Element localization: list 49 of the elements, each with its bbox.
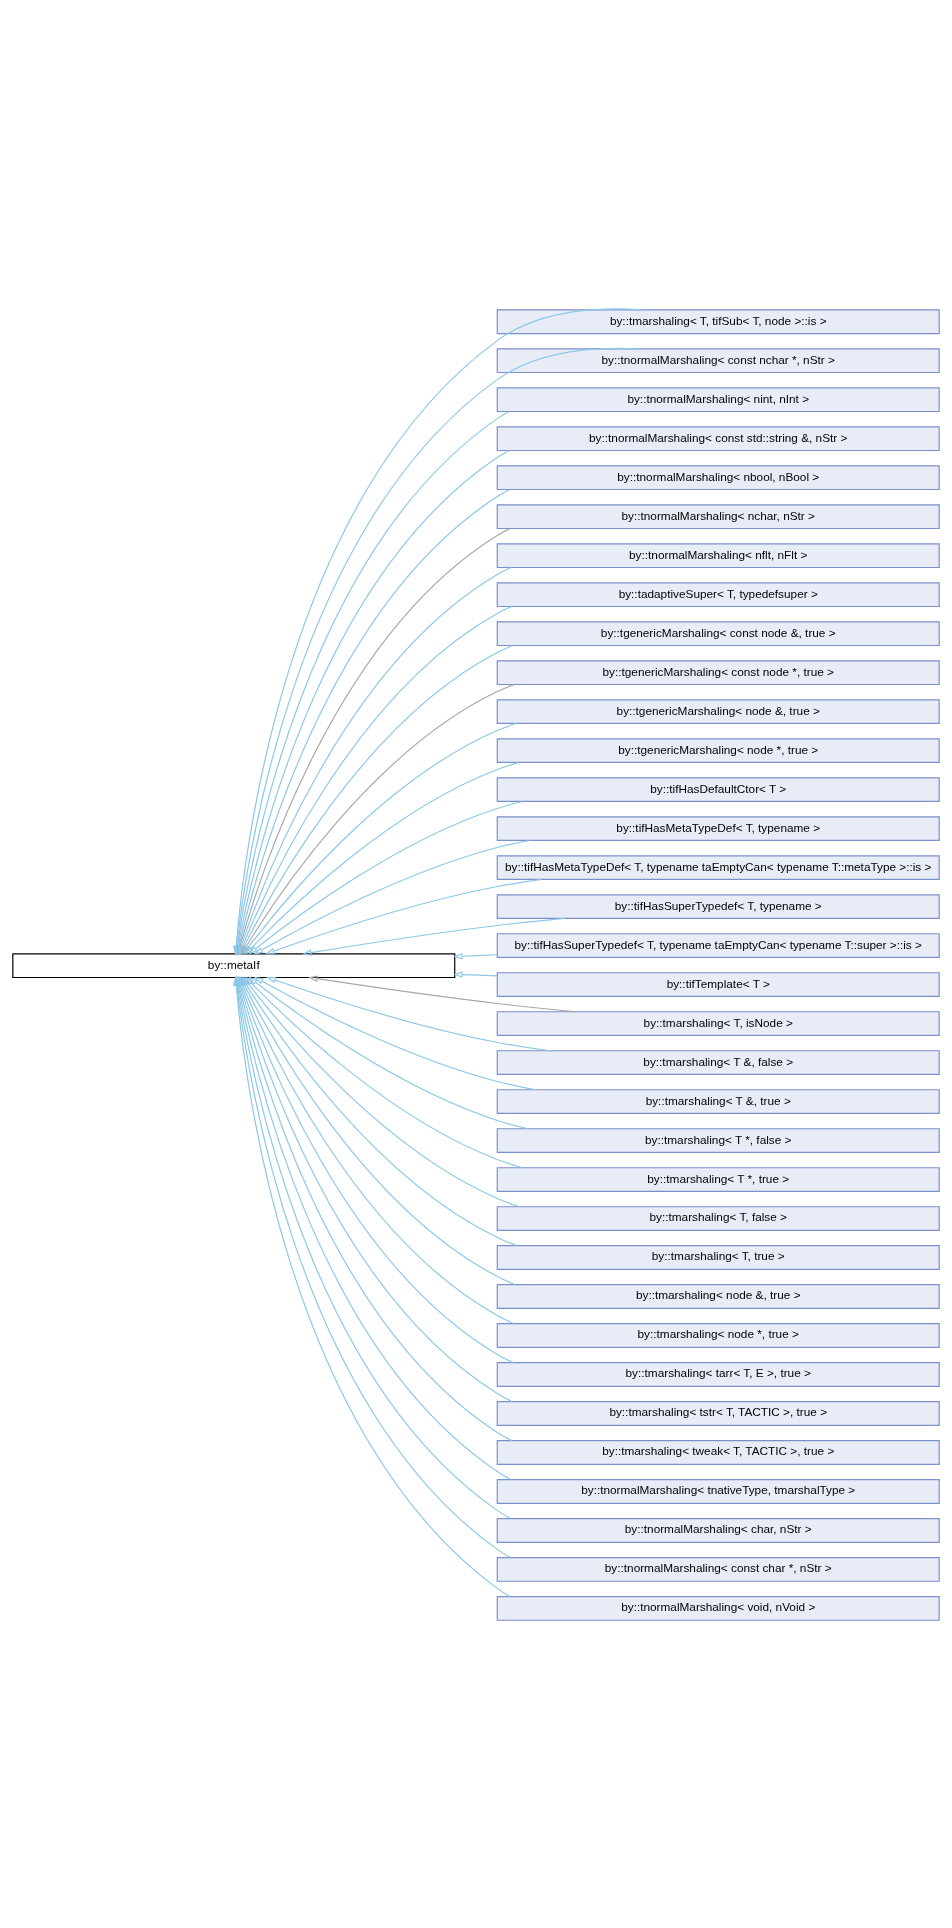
node-box: by::tmarshaling< tweak< T, TACTIC >, true > bbox=[496, 1439, 940, 1465]
node-box: by::tgenericMarshaling< node *, true > bbox=[496, 737, 940, 763]
node-box: by::tifTemplate< T > bbox=[496, 971, 940, 997]
arrow bbox=[302, 917, 565, 956]
arrow bbox=[248, 800, 524, 955]
node-box: by::tnormalMarshaling< void, nVoid > bbox=[496, 1595, 940, 1621]
node-box: by::tnormalMarshaling< nchar, nStr > bbox=[496, 503, 940, 529]
node-box: by::tmarshaling< T, isNode > bbox=[496, 1010, 940, 1036]
node-box: by::tmarshaling< tarr< T, E >, true > bbox=[496, 1361, 940, 1387]
node-box: by::tmarshaling< tstr< T, TACTIC >, true > bbox=[496, 1400, 940, 1426]
node-box: by::tmarshaling< T, true > bbox=[496, 1244, 940, 1270]
node-box: by::tmarshaling< node *, true > bbox=[496, 1322, 940, 1348]
node-box: by::tnormalMarshaling< const char *, nStr > bbox=[496, 1556, 940, 1582]
arrow bbox=[453, 952, 498, 959]
node-box: by::tgenericMarshaling< const node *, true > bbox=[496, 659, 940, 685]
arrow bbox=[254, 976, 537, 1090]
node-box: by::tnormalMarshaling< const nchar *, nStr > bbox=[496, 347, 940, 373]
node-box: by::tnormalMarshaling< nbool, nBool > bbox=[496, 464, 940, 490]
node-box: by::tmarshaling< T, false > bbox=[496, 1205, 940, 1231]
arrow bbox=[308, 974, 577, 1012]
arrow bbox=[265, 878, 543, 954]
arrow bbox=[253, 839, 530, 955]
arrow bbox=[453, 970, 498, 978]
node-box: by::tgenericMarshaling< const node &, true > bbox=[496, 620, 940, 646]
node-box: by::tifHasDefaultCtor< T > bbox=[496, 776, 940, 802]
node-box: by::tifHasSuperTypedef< T, typename > bbox=[496, 893, 940, 919]
arrow bbox=[266, 976, 551, 1051]
node-box: by::tifHasMetaTypeDef< T, typename taEmptyCan< typename T::metaType >::is > bbox=[496, 854, 940, 880]
arrow bbox=[242, 975, 520, 1207]
node-box: by::tifHasMetaTypeDef< T, typename > bbox=[496, 815, 940, 841]
arrow bbox=[244, 975, 524, 1168]
node-box: by::tadaptiveSuper< T, typedefsuper > bbox=[496, 581, 940, 607]
node-box: by::tnormalMarshaling< tnativeType, tmarshalType > bbox=[496, 1478, 940, 1504]
node-box: by::tmarshaling< T &, false > bbox=[496, 1049, 940, 1075]
node-box: by::tnormalMarshaling< const std::string &, nStr > bbox=[496, 425, 940, 451]
node-box: by::tmarshaling< T &, true > bbox=[496, 1088, 940, 1114]
arrow bbox=[242, 722, 517, 955]
node-box: by::tmarshaling< T, tifSub< T, node >::is > bbox=[496, 308, 940, 334]
node-box: by::tgenericMarshaling< node &, true > bbox=[496, 698, 940, 724]
node-box: by::tifHasSuperTypedef< T, typename taEmptyCan< typename T::super >::is > bbox=[496, 932, 940, 958]
node-box: by::tnormalMarshaling< nint, nInt > bbox=[496, 386, 940, 412]
node-box: by::tmarshaling< T *, false > bbox=[496, 1127, 940, 1153]
node-box: by::tmarshaling< node &, true > bbox=[496, 1283, 940, 1309]
arrow bbox=[244, 761, 519, 955]
node-box: by::metaIf bbox=[12, 952, 456, 978]
node-box: by::tnormalMarshaling< char, nStr > bbox=[496, 1517, 940, 1543]
node-box: by::tnormalMarshaling< nflt, nFlt > bbox=[496, 542, 940, 568]
node-box: by::tmarshaling< T *, true > bbox=[496, 1166, 940, 1192]
arrow bbox=[248, 976, 529, 1129]
